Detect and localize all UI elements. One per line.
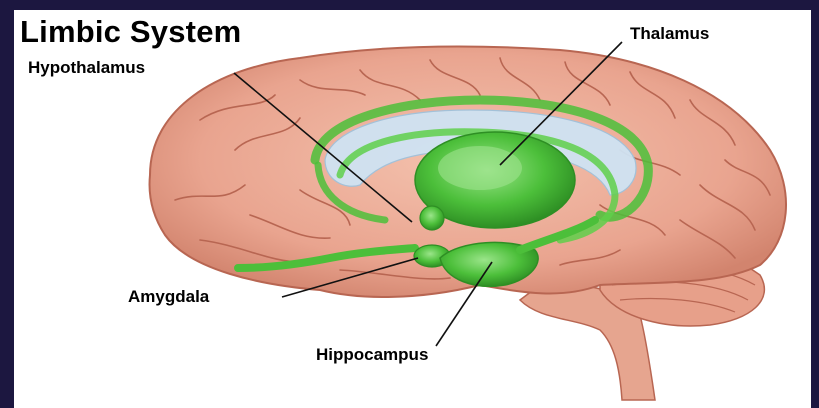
label-hypothalamus: Hypothalamus <box>28 58 145 78</box>
label-hippocampus: Hippocampus <box>316 345 428 365</box>
diagram-title: Limbic System <box>20 14 241 50</box>
hypothalamus-structure <box>420 206 444 230</box>
label-amygdala: Amygdala <box>128 287 209 307</box>
label-thalamus: Thalamus <box>630 24 709 44</box>
